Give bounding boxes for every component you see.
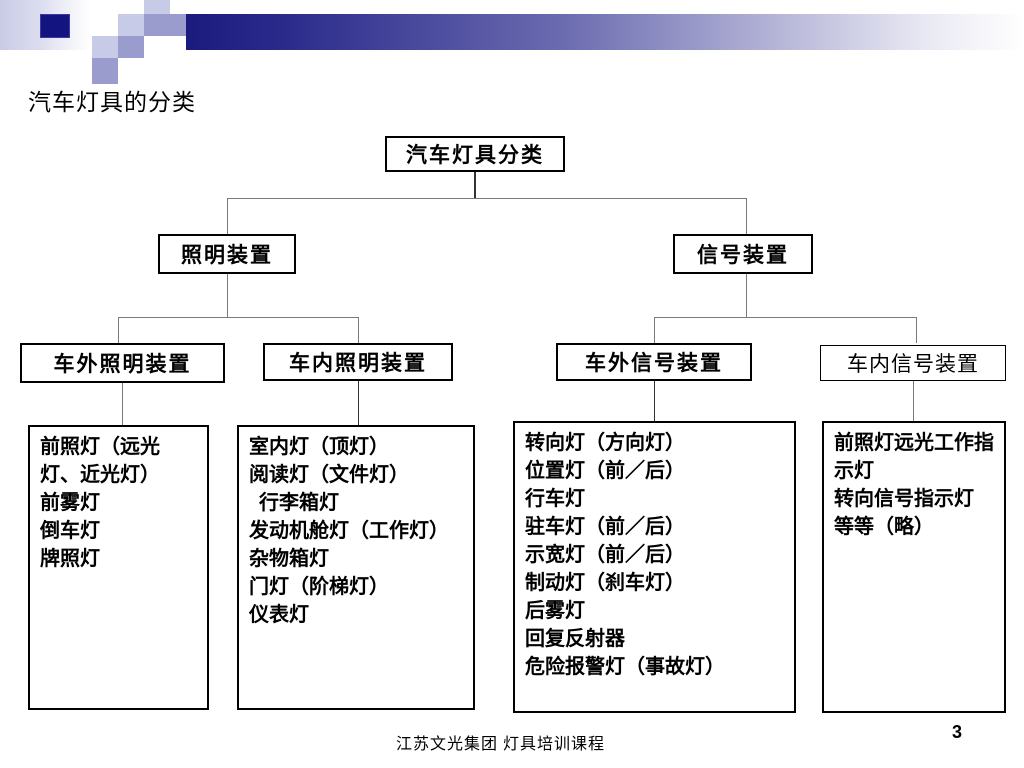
connector-to-exterior-lighting <box>118 317 119 343</box>
connector-signal-stem <box>746 274 747 317</box>
leaf-line: 门灯（阶梯灯） <box>249 576 389 598</box>
leaf-line: 仪表灯 <box>249 604 309 626</box>
connector-exterior-signal-stem <box>654 381 655 421</box>
tree-node-interior-signal[interactable]: 车内信号装置 <box>820 345 1006 381</box>
tree-node-exterior-lighting[interactable]: 车外照明装置 <box>20 343 225 383</box>
leaf-line: 等等（略） <box>834 516 934 538</box>
connector-to-exterior-signal <box>654 317 655 343</box>
leaf-line: 危险报警灯（事故灯） <box>525 656 725 678</box>
leaf-line: 驻车灯（前／后） <box>525 516 685 538</box>
leaf-line: 发动机舱灯（工作灯） <box>249 520 449 542</box>
leaf-line: 行车灯 <box>525 488 585 510</box>
leaf-line: 杂物箱灯 <box>249 548 329 570</box>
page-title: 汽车灯具的分类 <box>28 90 196 115</box>
connector-to-signal <box>746 198 747 234</box>
connector-level2-bus <box>227 198 747 199</box>
leaf-line: 制动灯（刹车灯） <box>525 572 685 594</box>
leaf-line: 转向信号指示灯 <box>834 488 974 510</box>
tree-node-exterior-signal[interactable]: 车外信号装置 <box>556 343 752 381</box>
connector-interior-lighting-stem <box>358 381 359 425</box>
connector-root-stem <box>474 172 476 198</box>
connector-to-lighting <box>227 198 228 234</box>
header-square-bottom <box>92 58 118 84</box>
leaf-box-exterior-lighting[interactable]: 前照灯（远光灯、近光灯） 前雾灯 倒车灯 牌照灯 <box>28 425 209 710</box>
leaf-line: 室内灯（顶灯） <box>249 436 389 458</box>
connector-interior-signal-stem <box>913 381 914 421</box>
leaf-line: 转向灯（方向灯） <box>525 432 685 454</box>
header-square-accent <box>40 14 70 38</box>
header-square-mid-right <box>144 14 186 36</box>
leaf-line: 回复反射器 <box>525 628 625 650</box>
leaf-line: 牌照灯 <box>40 548 100 570</box>
connector-level3-bus-left <box>118 317 359 318</box>
tree-node-signal-device[interactable]: 信号装置 <box>673 234 813 274</box>
tree-node-lighting-device[interactable]: 照明装置 <box>158 234 296 274</box>
connector-to-interior-signal <box>916 317 917 343</box>
connector-to-interior-lighting <box>358 317 359 343</box>
leaf-line: 位置灯（前／后） <box>525 460 685 482</box>
connector-lighting-stem <box>227 274 228 317</box>
header-gradient-bar <box>186 14 1024 50</box>
leaf-line: 倒车灯 <box>40 520 100 542</box>
page-number: 3 <box>952 722 963 742</box>
header-decoration <box>0 0 1024 84</box>
tree-node-root[interactable]: 汽车灯具分类 <box>385 136 565 172</box>
leaf-box-interior-signal[interactable]: 前照灯远光工作指示灯 转向信号指示灯 等等（略） <box>822 421 1006 713</box>
connector-level3-bus-right <box>654 317 916 318</box>
leaf-line: 行李箱灯 <box>259 492 339 514</box>
connector-exterior-lighting-stem <box>122 383 123 425</box>
header-square-low-left <box>92 36 118 58</box>
header-square-mid-left <box>118 14 144 36</box>
leaf-box-interior-lighting[interactable]: 室内灯（顶灯） 阅读灯（文件灯） 行李箱灯 发动机舱灯（工作灯） 杂物箱灯 门灯… <box>237 425 475 710</box>
tree-node-interior-lighting[interactable]: 车内照明装置 <box>263 343 453 381</box>
leaf-line: 前照灯远光工作指示灯 <box>834 432 994 482</box>
leaf-line: 前雾灯 <box>40 492 100 514</box>
footer-text: 江苏文光集团 灯具培训课程 <box>396 736 606 753</box>
header-square-low-right <box>118 36 144 58</box>
leaf-line: 前照灯（远光灯、近光灯） <box>40 436 160 486</box>
leaf-line: 后雾灯 <box>525 600 585 622</box>
leaf-line: 阅读灯（文件灯） <box>249 464 409 486</box>
leaf-line: 示宽灯（前／后） <box>525 544 685 566</box>
leaf-box-exterior-signal[interactable]: 转向灯（方向灯） 位置灯（前／后） 行车灯 驻车灯（前／后） 示宽灯（前／后） … <box>513 421 796 713</box>
